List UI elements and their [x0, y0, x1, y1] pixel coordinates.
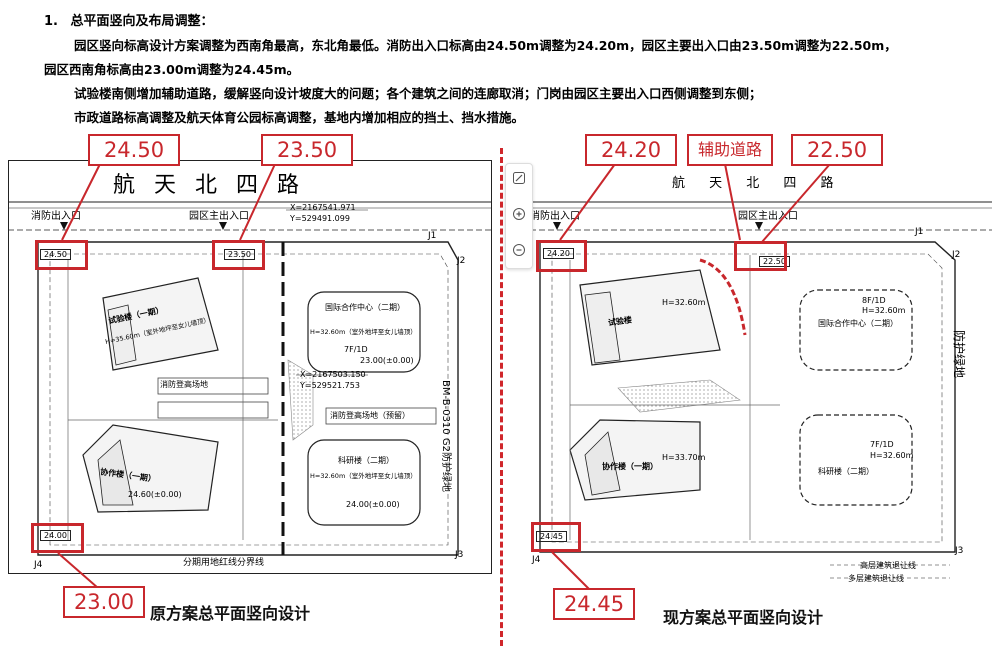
right-caption: 现方案总平面竖向设计	[663, 608, 824, 627]
plan-divider	[500, 148, 503, 646]
left-j1: J1	[428, 231, 437, 241]
left-cell-main: 23.50	[224, 249, 255, 260]
right-intl-center: 国际合作中心（二期）	[818, 319, 898, 328]
right-coop-height: H=33.70m	[662, 453, 706, 462]
right-callout-fire: 24.20	[585, 134, 677, 166]
section-number: 1.	[44, 14, 58, 29]
left-cell-fire: 24.50	[40, 249, 71, 260]
paragraph-line-4: 市政道路标高调整及航天体育公园标高调整，基地内增加相应的挡土、挡水措施。	[74, 110, 525, 125]
section-title: 总平面竖向及布局调整：	[70, 14, 214, 29]
left-coop-elev: 24.60(±0.00)	[128, 490, 182, 499]
left-site-plan	[8, 160, 492, 574]
left-callout-sw: 23.00	[63, 586, 145, 618]
right-legend-multistory: 多层建筑退让线	[848, 574, 904, 583]
left-coord-y2: Y=529521.753	[300, 381, 360, 390]
right-j2: J2	[952, 250, 961, 260]
left-j3: J3	[455, 550, 464, 560]
left-highlight-main	[212, 240, 265, 270]
left-research-height: H=32.60m（室外地坪至女儿墙顶）	[310, 472, 417, 480]
left-coord-x1: X=2167541.971	[290, 203, 356, 212]
right-cell-sw: 24.45	[536, 531, 567, 542]
left-main-entry-label: 园区主出入口	[189, 211, 249, 222]
right-cell-fire: 24.20	[543, 248, 574, 259]
left-road-name: 航 天 北 四 路	[113, 173, 305, 198]
right-j1: J1	[915, 227, 924, 237]
right-research-floors: 7F/1D	[870, 440, 894, 449]
section-heading: 1. 总平面竖向及布局调整：	[44, 10, 214, 29]
zoom-in-icon[interactable]	[509, 204, 529, 224]
right-fire-entry-label: 消防出入口	[530, 211, 580, 222]
left-coord-x2: X=2167503.150	[300, 370, 366, 379]
right-research-height: H=32.60m	[870, 451, 914, 460]
left-coord-y1: Y=529491.099	[290, 214, 350, 223]
left-highlight-sw	[31, 523, 84, 553]
left-callout-main: 23.50	[261, 134, 353, 166]
left-intl-center: 国际合作中心（二期）	[325, 303, 405, 312]
right-site-plan	[530, 201, 992, 579]
image-toolbar	[505, 163, 533, 269]
left-boundary-label: 分期用地红线分界线	[183, 558, 265, 568]
right-j3: J3	[955, 546, 964, 556]
paragraph-line-3: 试验楼南侧增加辅助道路，缓解竖向设计坡度大的问题；各个建筑之间的连廊取消；门岗由…	[74, 86, 762, 101]
right-main-entry-label: 园区主出入口	[738, 211, 798, 222]
left-j4: J4	[34, 560, 43, 570]
left-intl-center-height: H=32.60m（室外地坪至女儿墙顶）	[310, 328, 417, 336]
left-callout-fire: 24.50	[88, 134, 180, 166]
right-road-name: 航 天 北 四 路	[672, 176, 844, 191]
left-j2: J2	[457, 256, 466, 266]
left-intl-center-floors: 7F/1D	[344, 345, 368, 354]
edit-icon[interactable]	[509, 168, 529, 188]
right-test-building-height: H=32.60m	[662, 298, 706, 307]
right-research-building: 科研楼（二期）	[818, 467, 874, 476]
right-cell-main: 22.50	[759, 256, 790, 267]
left-fire-site: 消防登高场地	[160, 380, 208, 389]
right-callout-main: 22.50	[791, 134, 883, 166]
left-research-elev: 24.00(±0.00)	[346, 500, 400, 509]
left-research-building: 科研楼（二期）	[338, 456, 394, 465]
right-intl-height: H=32.60m	[862, 306, 906, 315]
right-callout-sw: 24.45	[553, 588, 635, 620]
right-legend-highrise: 高层建筑退让线	[860, 561, 916, 570]
right-highlight-sw	[531, 522, 581, 552]
left-fire-site-reserved: 消防登高场地（预留）	[330, 411, 410, 420]
paragraph-line-2: 园区西南角标高由23.00m调整为24.45m。	[44, 62, 300, 77]
right-coop-building: 协作楼（一期）	[602, 462, 658, 471]
left-caption: 原方案总平面竖向设计	[150, 604, 311, 623]
left-highlight-fire	[35, 240, 88, 270]
left-cell-sw: 24.00	[40, 530, 71, 541]
left-fire-entry-label: 消防出入口	[31, 211, 81, 222]
left-side-green-label: BM-B-0310 G2防护绿地	[440, 380, 451, 492]
left-intl-center-elev: 23.00(±0.00)	[360, 356, 414, 365]
right-callout-aux-road: 辅助道路	[687, 134, 773, 166]
right-intl-floors: 8F/1D	[862, 296, 886, 305]
right-highlight-fire	[536, 240, 587, 272]
right-highlight-main	[734, 241, 787, 271]
right-side-green-label: 防护绿地	[952, 330, 966, 379]
paragraph-line-1: 园区竖向标高设计方案调整为西南角最高，东北角最低。消防出入口标高由24.50m调…	[74, 38, 897, 53]
right-j4: J4	[532, 555, 541, 565]
zoom-out-icon[interactable]	[509, 240, 529, 260]
